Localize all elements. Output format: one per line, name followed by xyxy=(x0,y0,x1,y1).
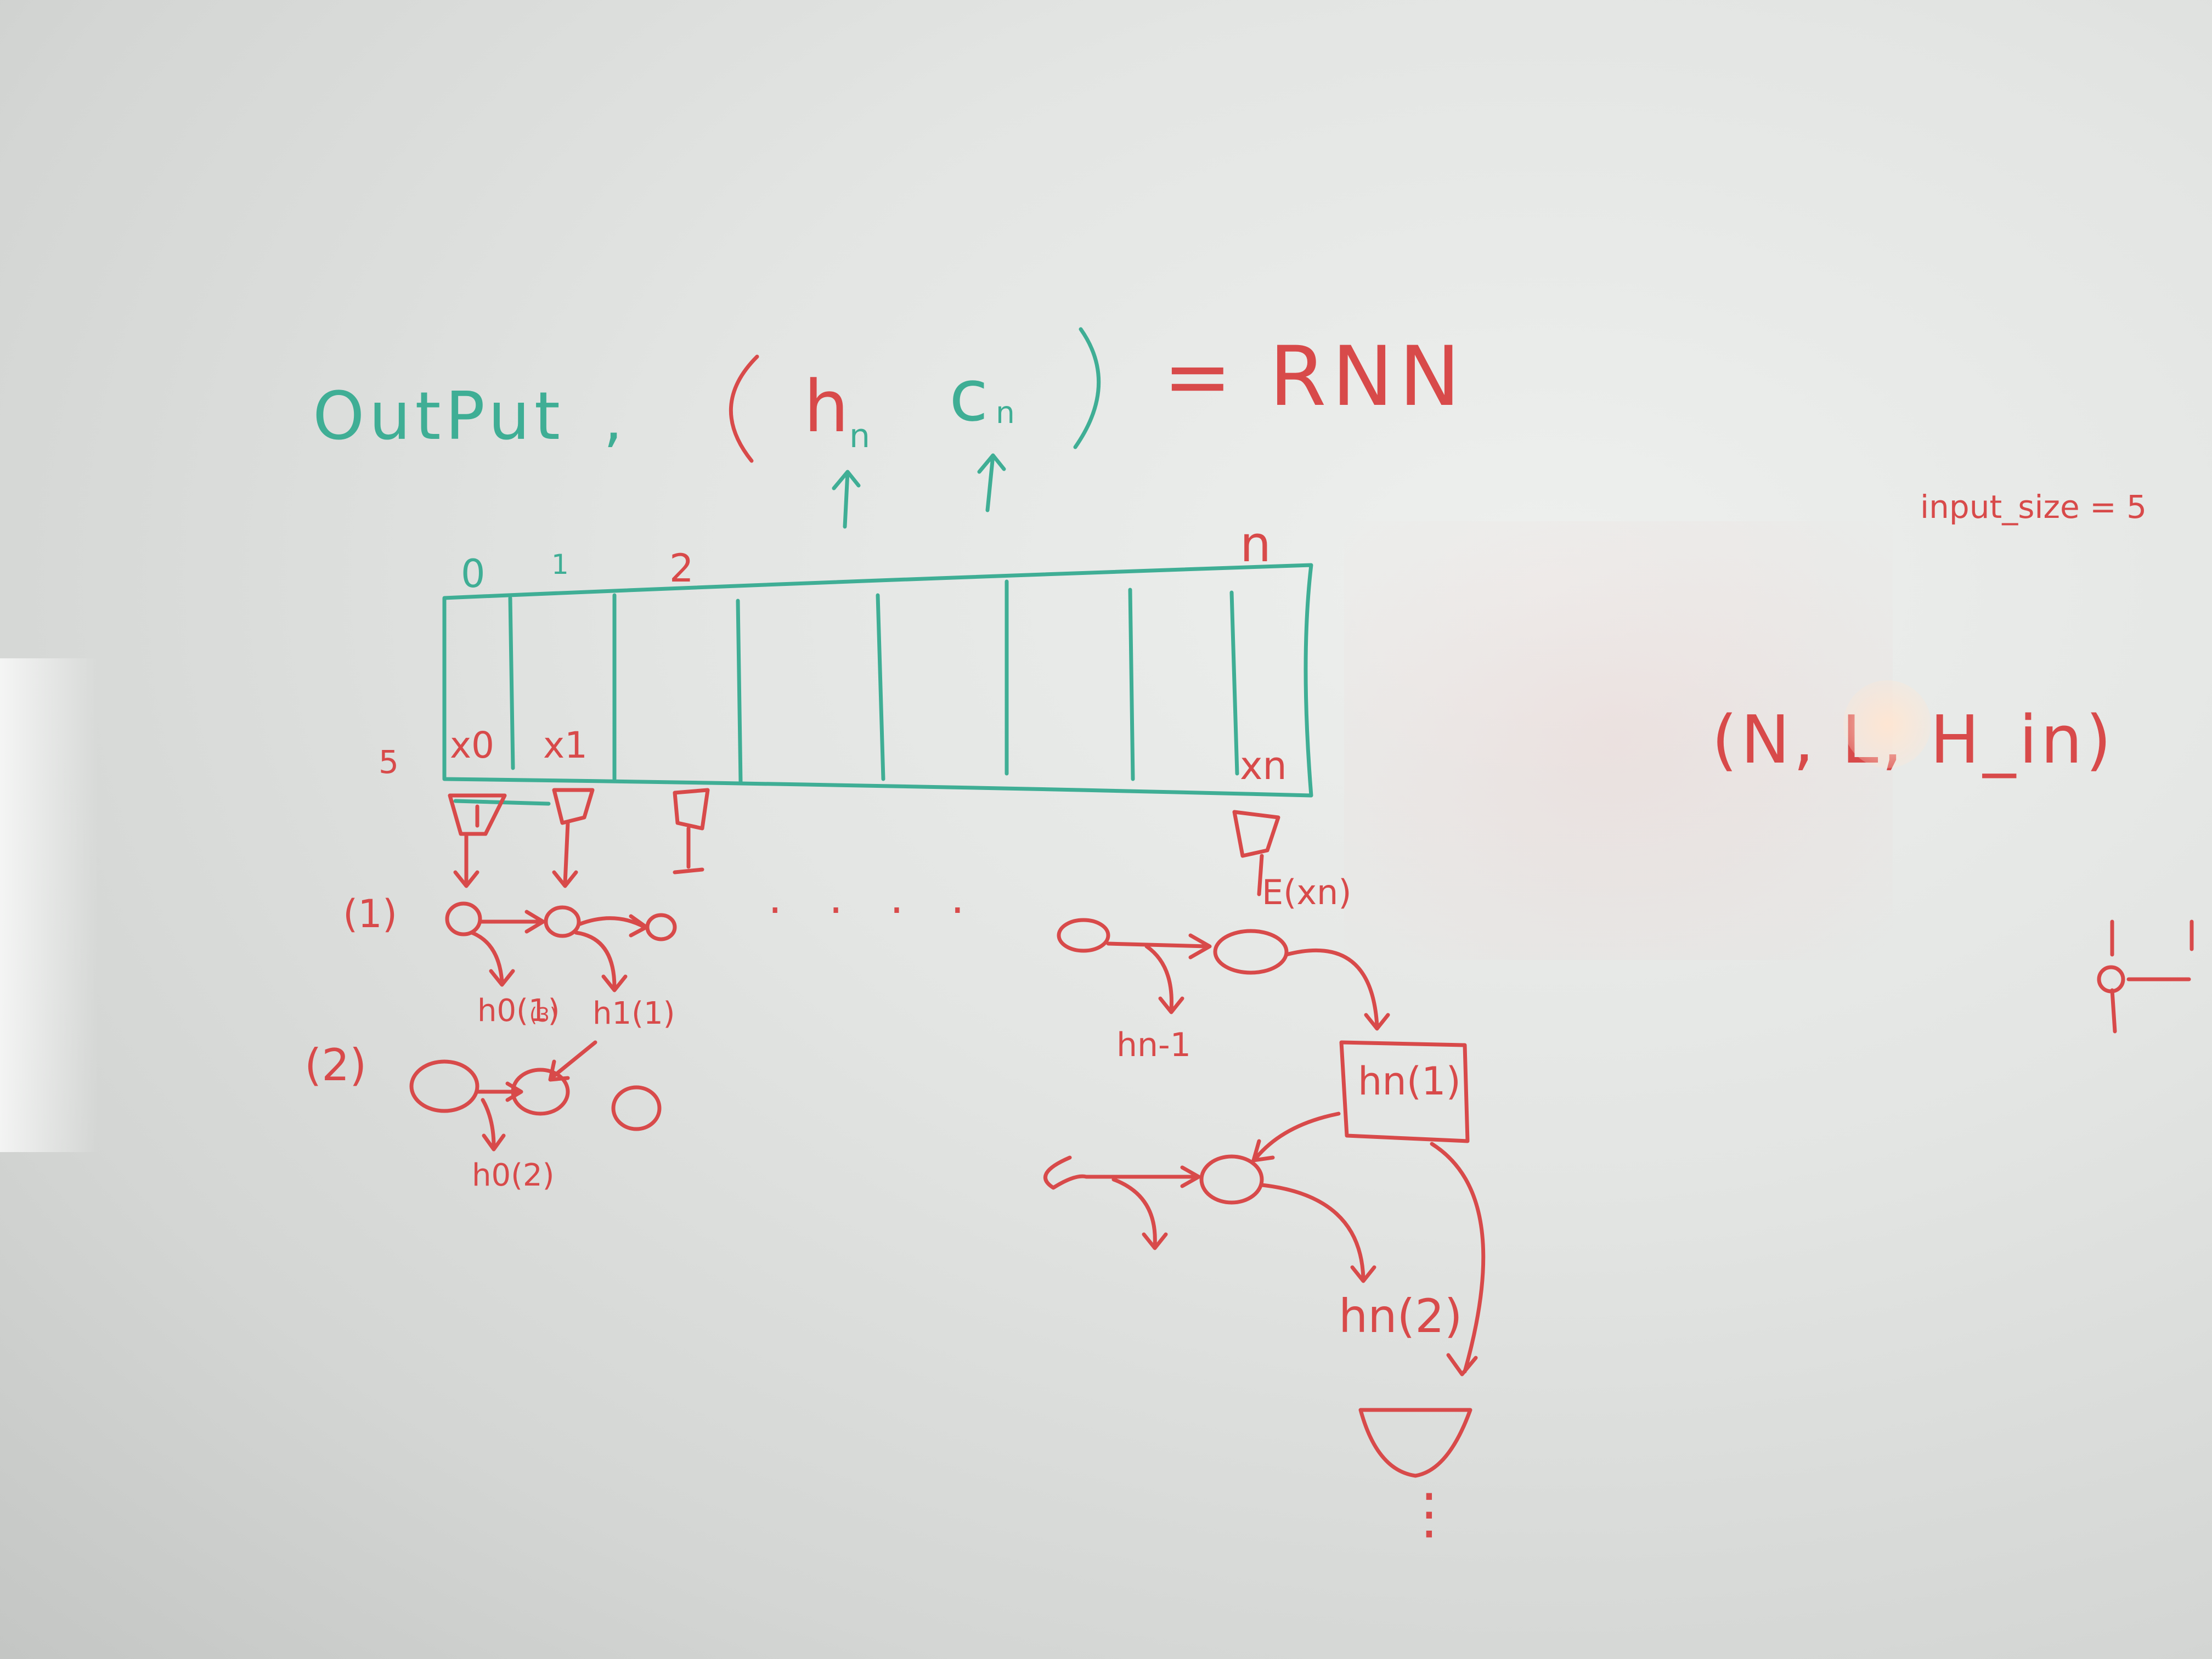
rnn-cell-layer1 xyxy=(445,901,482,936)
rnn-cell-layer2 xyxy=(409,1059,479,1113)
embedding-label: E(xn) xyxy=(1262,872,1352,912)
sequence-divider xyxy=(1128,588,1135,781)
index-label-1: 1 xyxy=(551,549,569,580)
partial-node-glyph xyxy=(2110,919,2194,1034)
arrow-down-h xyxy=(574,930,628,992)
h0-layer1-label: h0(1) xyxy=(477,993,560,1029)
arrow-right xyxy=(577,914,648,938)
sequence-ellipsis: . . . . xyxy=(768,872,981,923)
x0-label: x0 xyxy=(450,724,495,766)
light-glare-spot xyxy=(1843,680,1931,768)
arrow-down xyxy=(453,832,479,888)
index-label-2: 2 xyxy=(669,546,694,591)
arrow-hn1-to-output xyxy=(1430,1142,1486,1376)
h0-layer2-label: h0(2) xyxy=(472,1158,555,1193)
sequence-divider xyxy=(876,593,885,781)
dim-label: 5 xyxy=(379,743,399,781)
arrow-up-to-h xyxy=(832,470,861,529)
rnn-cell-layer1 xyxy=(645,913,677,941)
equals-rnn: = RNN xyxy=(1163,329,1466,425)
hn2-label: hn(2) xyxy=(1339,1289,1463,1343)
c-symbol: c xyxy=(949,354,989,437)
layer3-tag: (3) xyxy=(529,1004,557,1026)
rnn-cell-layer1 xyxy=(544,905,581,938)
index-label-n: n xyxy=(1240,516,1272,573)
index-label-0: 0 xyxy=(461,551,486,596)
sequence-divider xyxy=(508,596,515,770)
xn-label: xn xyxy=(1240,743,1287,788)
rnn-cell-layer2 xyxy=(611,1085,662,1131)
erased-marker-haze xyxy=(1344,521,1893,960)
layer1-label: (1) xyxy=(343,891,398,936)
arrow-into-layer2 xyxy=(548,1040,597,1082)
sequence-divider xyxy=(1229,590,1239,776)
h1-layer1-label: h1(1) xyxy=(592,996,675,1031)
sequence-divider xyxy=(736,599,743,784)
arrow-to-hn2 xyxy=(1260,1183,1376,1283)
h-subscript: n xyxy=(849,417,871,455)
arrow-from-hn1-down xyxy=(1251,1111,1341,1163)
hn1-label: hn(1) xyxy=(1358,1059,1461,1104)
embedding-box-x2 xyxy=(673,788,710,874)
arrow-right xyxy=(1106,933,1212,960)
arrow-down-h xyxy=(470,930,515,987)
embedding-box-x1 xyxy=(552,788,595,825)
light-glare xyxy=(0,658,99,1152)
hn1-box xyxy=(1339,1040,1470,1143)
arrow-right xyxy=(478,910,545,934)
output-label: OutPut xyxy=(313,379,565,455)
h-prev-label: hn-1 xyxy=(1116,1026,1191,1064)
output-comma: , xyxy=(603,384,623,454)
arrow-in-layer2 xyxy=(1043,1155,1201,1190)
output-paren-left xyxy=(729,354,759,463)
arrow-to-hn1 xyxy=(1284,949,1390,1031)
output-paren-right xyxy=(1073,327,1101,449)
vertical-ellipsis: ⋮ xyxy=(1402,1481,1457,1545)
sequence-box-outline xyxy=(442,563,1313,798)
h-symbol: h xyxy=(804,365,849,448)
partial-node-glyph xyxy=(2097,965,2125,994)
arrow-down xyxy=(552,821,578,888)
embedding-box-xn xyxy=(1232,810,1280,896)
rnn-cell-prev xyxy=(1057,918,1110,953)
c-subscript: n xyxy=(996,395,1015,430)
x1-label: x1 xyxy=(543,724,588,766)
output-head xyxy=(1358,1408,1472,1478)
layer2-label: (2) xyxy=(304,1040,367,1091)
embedding-box-x0 xyxy=(448,793,507,836)
rnn-cell-current xyxy=(1213,929,1289,975)
arrow-down-h xyxy=(481,1098,506,1152)
input-size-note: input_size = 5 xyxy=(1920,488,2147,526)
arrow-up-to-c xyxy=(977,453,1006,512)
rnn-cell-layer2-current xyxy=(1199,1154,1264,1205)
arrow-right xyxy=(475,1081,523,1102)
arrow-down-h-prev2 xyxy=(1111,1177,1168,1250)
arrow-down-h-prev xyxy=(1144,944,1184,1014)
